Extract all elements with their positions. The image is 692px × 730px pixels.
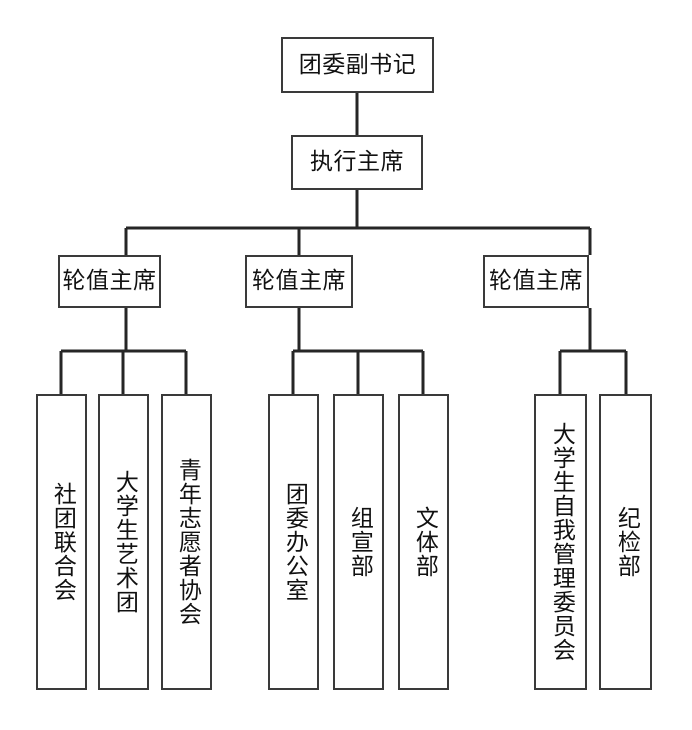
- node-youth-volunteer-association[interactable]: 青年志愿者协会: [161, 394, 212, 690]
- node-label: 大学生艺术团: [111, 470, 138, 614]
- node-rotating-chairman-2[interactable]: 轮值主席: [245, 255, 353, 308]
- node-discipline-inspection-dept[interactable]: 纪检部: [599, 394, 652, 690]
- node-student-self-management-committee[interactable]: 大学生自我管理委员会: [534, 394, 587, 690]
- node-label: 轮值主席: [489, 268, 583, 295]
- node-student-art-troupe[interactable]: 大学生艺术团: [98, 394, 149, 690]
- node-culture-sports-dept[interactable]: 文体部: [398, 394, 449, 690]
- node-label: 纪检部: [613, 506, 640, 578]
- node-label: 青年志愿者协会: [174, 458, 201, 626]
- node-organization-publicity-dept[interactable]: 组宣部: [333, 394, 384, 690]
- node-label: 执行主席: [310, 149, 404, 176]
- node-rotating-chairman-1[interactable]: 轮值主席: [58, 255, 161, 308]
- node-label: 社团联合会: [49, 482, 76, 602]
- node-label: 轮值主席: [62, 268, 157, 295]
- node-executive-chairman[interactable]: 执行主席: [291, 135, 423, 190]
- node-deputy-secretary[interactable]: 团委副书记: [281, 37, 434, 93]
- node-league-committee-office[interactable]: 团委办公室: [268, 394, 319, 690]
- node-label: 组宣部: [346, 506, 373, 578]
- node-label: 轮值主席: [252, 268, 346, 295]
- node-label: 团委办公室: [281, 482, 308, 602]
- node-rotating-chairman-3[interactable]: 轮值主席: [483, 255, 589, 308]
- node-label: 文体部: [411, 506, 438, 578]
- node-label: 大学生自我管理委员会: [548, 422, 575, 662]
- node-label: 团委副书记: [298, 51, 417, 78]
- node-club-federation[interactable]: 社团联合会: [36, 394, 87, 690]
